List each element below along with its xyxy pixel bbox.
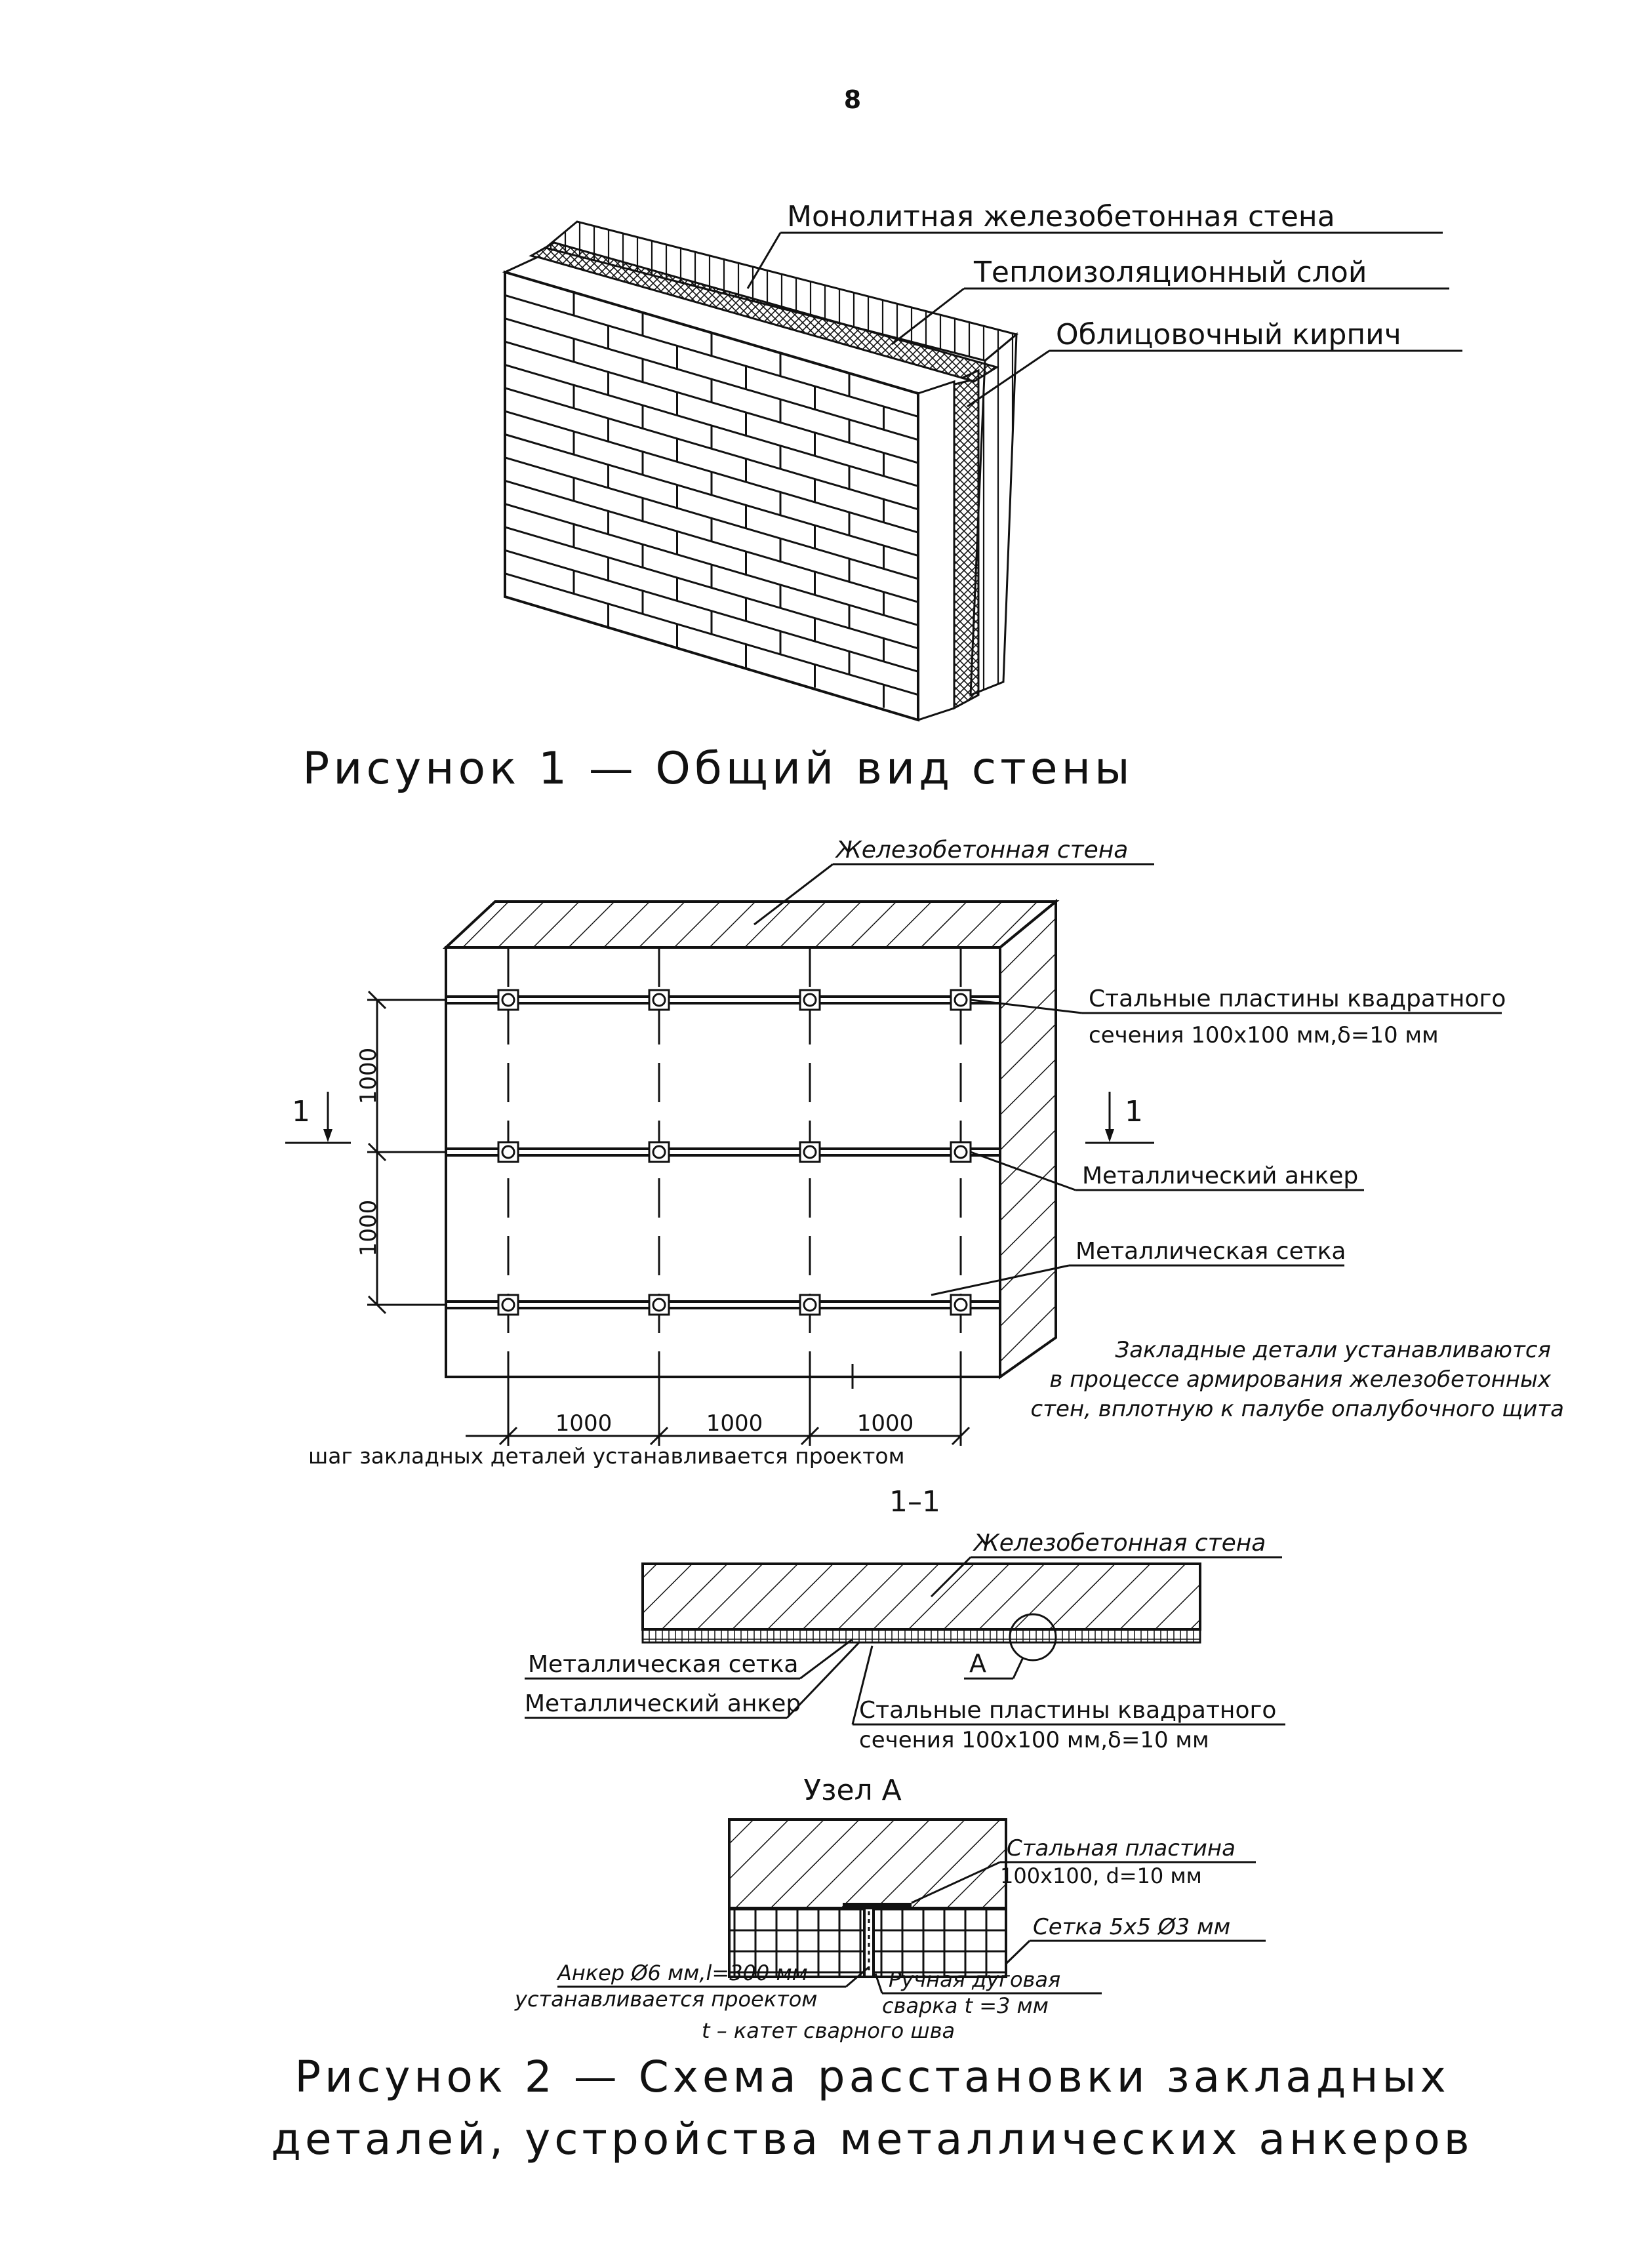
anchor-point — [954, 1298, 968, 1312]
node-rc-wall — [728, 1818, 1007, 1909]
figure1-wall-illustration — [502, 220, 1019, 722]
section-label-rc-wall: Железобетонная стена — [973, 1530, 1266, 1557]
dim-vertical-2: 1000 — [355, 1200, 382, 1257]
node-label-mesh: Сетка 5x5 Ø3 мм — [1033, 1914, 1230, 1940]
anchor-point — [652, 993, 666, 1007]
label-steel-plates-line1: Стальные пластины квадратного — [1089, 985, 1506, 1012]
label-insulation: Теплоизоляционный слой — [973, 256, 1367, 289]
label-steel-plates-line2: сечения 100x100 мм,δ=10 мм — [1089, 1022, 1439, 1048]
section-title: 1–1 — [889, 1485, 940, 1519]
anchor-point — [954, 993, 968, 1007]
note-line1: Закладные детали устанавливаются — [1115, 1337, 1551, 1363]
section-arrow-right — [1105, 1129, 1114, 1142]
anchor-point — [501, 993, 515, 1007]
rc-wall-top-slab — [442, 900, 1060, 949]
label-metal-anchor: Металлический анкер — [1082, 1163, 1358, 1189]
dim-horizontal-2: 1000 — [706, 1410, 763, 1437]
node-label-anchor-line2: устанавливается проектом — [514, 1987, 817, 2012]
anchor-grid — [446, 947, 1000, 1377]
anchor-point — [501, 1298, 515, 1312]
section-rc-wall — [641, 1562, 1201, 1631]
node-a-ref: А — [969, 1649, 986, 1678]
anchor-point — [954, 1145, 968, 1159]
section-1-1 — [641, 1562, 1201, 1661]
anchor-point — [501, 1145, 515, 1159]
section-label-plates-line1: Стальные пластины квадратного — [859, 1697, 1276, 1724]
node-leaders — [557, 1861, 1266, 1995]
node-label-weld-line2: сварка t =3 мм — [882, 1993, 1049, 2018]
node-title: Узел А — [803, 1774, 902, 1807]
node-label-plate-line2: 100x100, d=10 мм — [1000, 1863, 1202, 1888]
node-a-circle — [1009, 1613, 1057, 1661]
rc-wall-side-slab — [999, 898, 1057, 1380]
section-leaders — [525, 1556, 1285, 1726]
label-rc-wall: Монолитная железобетонная стена — [787, 200, 1335, 233]
label-facing-brick: Облицовочный кирпич — [1056, 318, 1401, 351]
figure1-leaders — [746, 231, 1462, 408]
node-anchor-rod — [863, 1907, 875, 1978]
wall-front-face — [445, 946, 1001, 1378]
label-rc-wall-2: Железобетонная стена — [835, 837, 1128, 864]
node-label-anchor-line1: Анкер Ø6 мм,l=300 мм — [556, 1960, 808, 1985]
node-weld-note: t – катет сварного шва — [702, 2018, 955, 2043]
brick-courses — [504, 292, 919, 708]
dim-vertical-1: 1000 — [355, 1048, 382, 1105]
insulation-side — [953, 368, 980, 710]
section-mark-left: 1 — [292, 1095, 310, 1128]
node-label-plate-line1: Стальная пластина — [1007, 1835, 1236, 1861]
note-line2: в процессе армирования железобетонных — [1049, 1366, 1552, 1393]
figure2-front-view — [442, 898, 1060, 1380]
anchor-point — [803, 1298, 817, 1312]
section-mark-right: 1 — [1125, 1095, 1143, 1128]
label-metal-mesh: Металлическая сетка — [1075, 1238, 1346, 1265]
anchor-point — [652, 1145, 666, 1159]
section-arrow-left — [323, 1129, 332, 1142]
node-label-weld-line1: Ручная дуговая — [889, 1967, 1060, 1992]
section-label-anchor: Металлический анкер — [525, 1690, 801, 1717]
note-line3: стен, вплотную к палубе опалубочного щит… — [1031, 1396, 1564, 1422]
section-label-plates-line2: сечения 100x100 мм,δ=10 мм — [859, 1727, 1209, 1753]
dim-horizontal-3: 1000 — [857, 1410, 914, 1437]
section-mesh-layer — [641, 1628, 1201, 1644]
dim-horizontal-1: 1000 — [555, 1410, 613, 1437]
figure2-leaders — [754, 863, 1502, 1296]
brick-side — [917, 380, 955, 722]
anchor-point — [803, 1145, 817, 1159]
figure1-caption: Рисунок 1 — Общий вид стены — [302, 743, 1133, 795]
page-number: 8 — [844, 85, 861, 114]
anchor-point — [803, 993, 817, 1007]
section-label-mesh: Металлическая сетка — [528, 1651, 799, 1678]
dimension-lines — [285, 990, 1154, 1446]
anchor-point — [652, 1298, 666, 1312]
figure2-caption-line1: Рисунок 2 — Схема расстановки закладных — [294, 2052, 1449, 2102]
figure2-caption-line2: деталей, устройства металлических анкеро… — [271, 2114, 1473, 2164]
node-steel-plate — [843, 1903, 912, 1909]
node-a-detail — [728, 1818, 1007, 1978]
step-note: шаг закладных деталей устанавливается пр… — [308, 1443, 904, 1469]
